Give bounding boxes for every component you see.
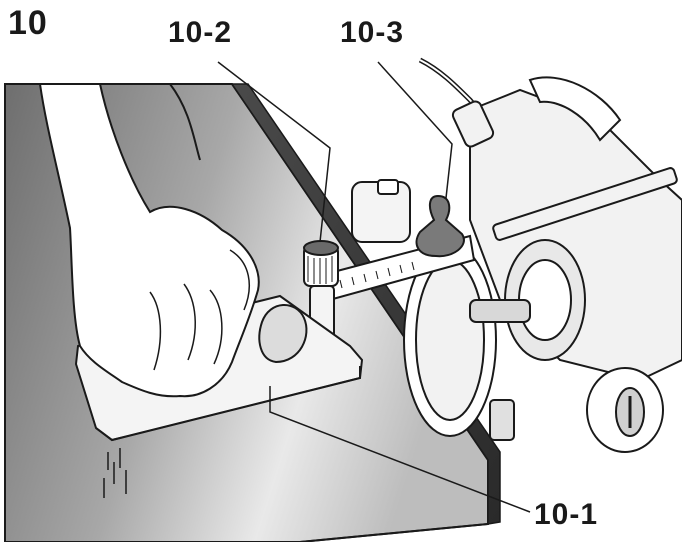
callout-10-2: 10-2 bbox=[168, 16, 233, 49]
callout-10-3: 10-3 bbox=[340, 16, 405, 49]
edge-hatching bbox=[103, 448, 127, 498]
callout-10-1: 10-1 bbox=[534, 498, 599, 531]
figure-number: 10 bbox=[8, 4, 48, 42]
grooving-machine bbox=[351, 76, 682, 453]
leader-10-2 bbox=[217, 61, 331, 243]
operator-hand bbox=[38, 83, 260, 398]
leader-10-1 bbox=[269, 386, 531, 513]
locking-knob bbox=[415, 194, 465, 258]
leader-lines bbox=[217, 61, 531, 513]
leader-10-3 bbox=[377, 61, 453, 199]
